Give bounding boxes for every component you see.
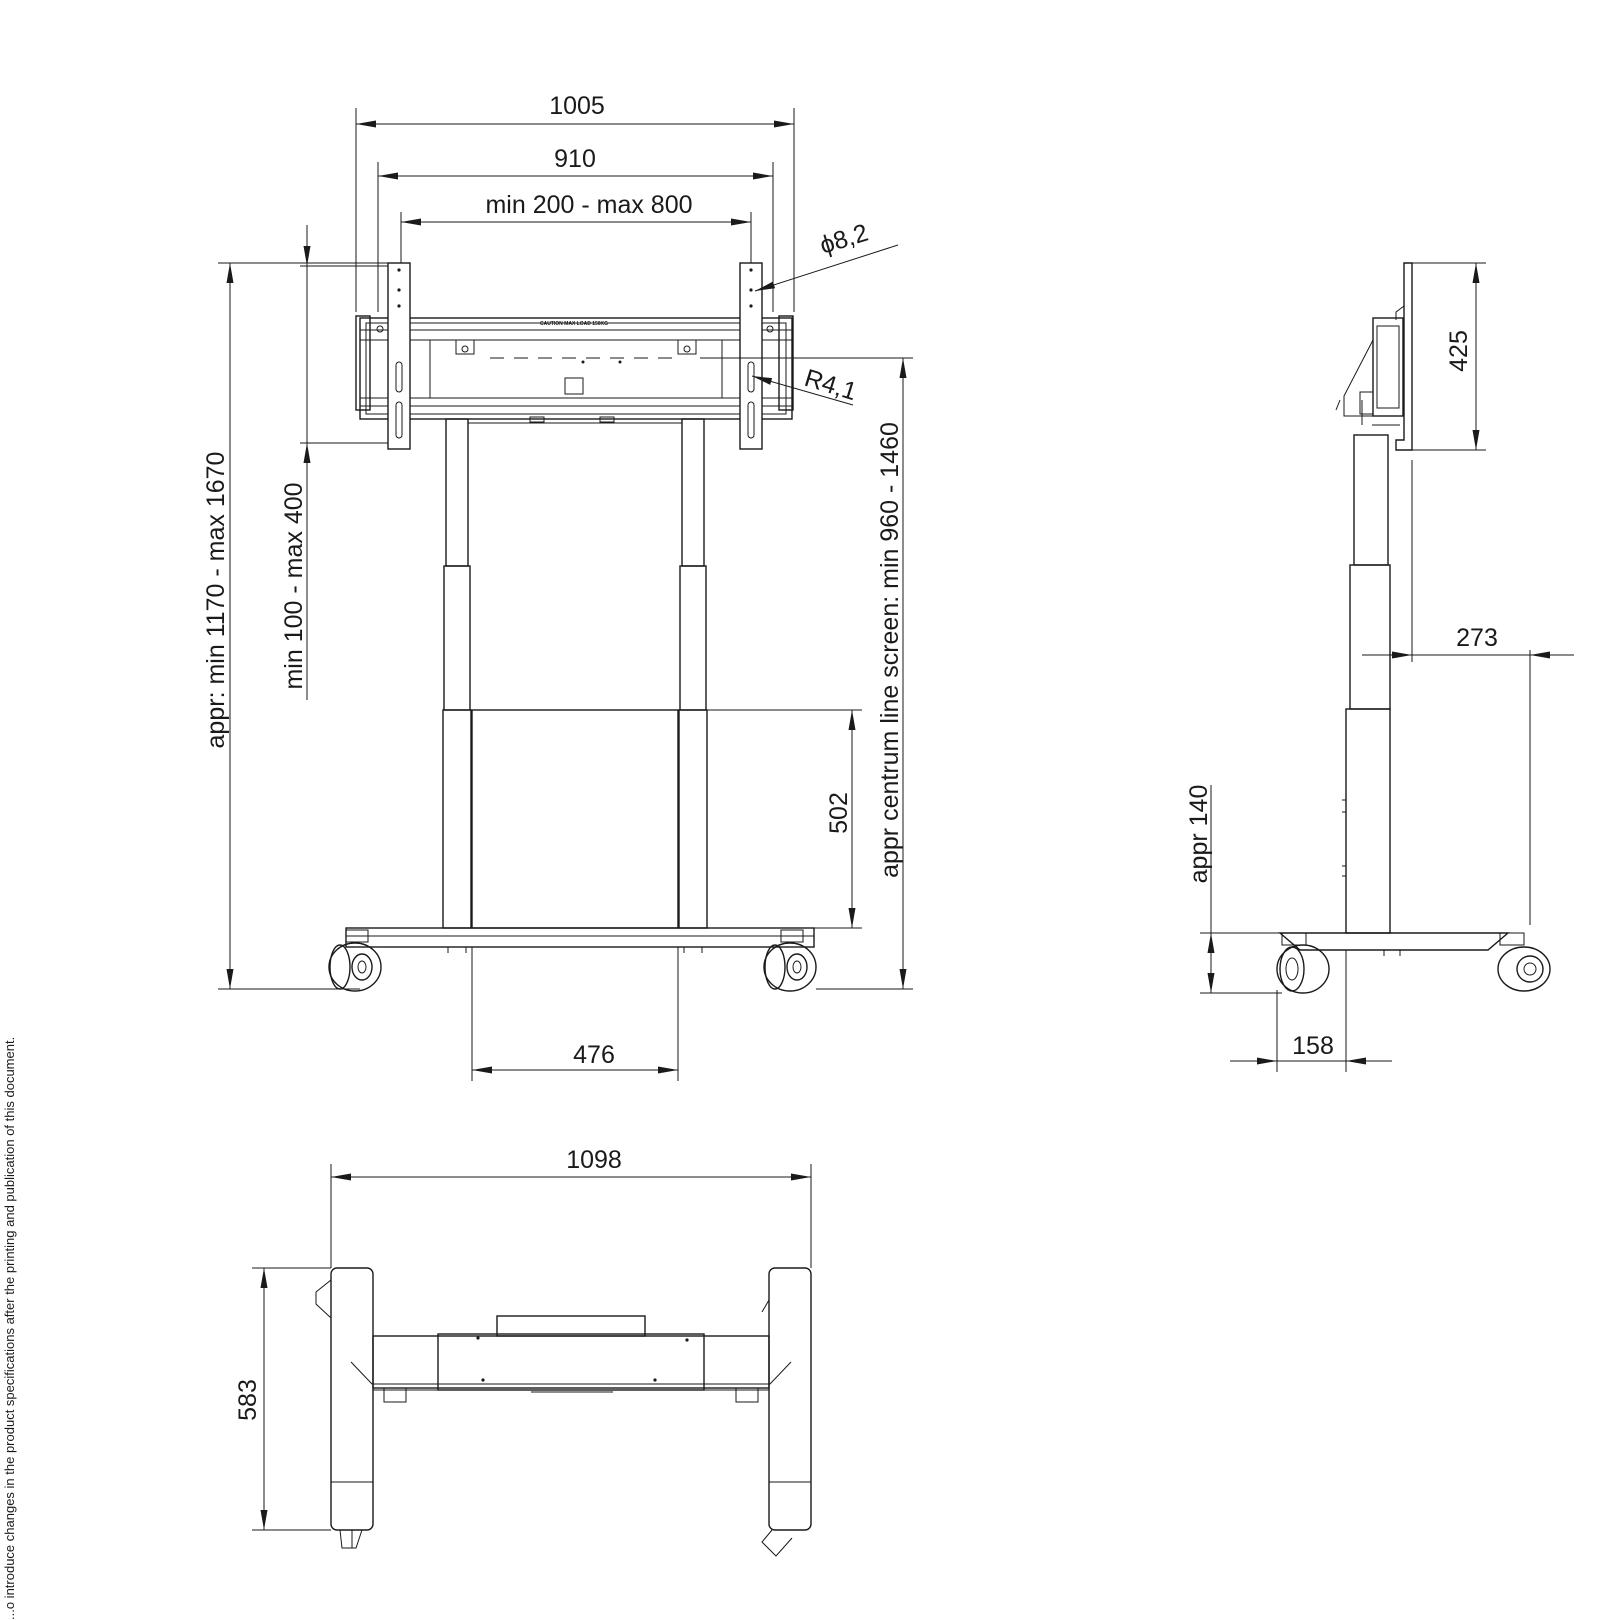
side-caster-rear — [1497, 932, 1551, 992]
dim-bracket-height: 425 — [1412, 262, 1486, 451]
dim-slot-radius: R4,1 — [751, 364, 860, 406]
top-leg-left — [315, 1267, 374, 1549]
side-bracket — [1335, 262, 1413, 451]
top-width-label: 1098 — [566, 1146, 622, 1174]
dim-vesa-horizontal: min 200 - max 800 — [400, 191, 752, 263]
base-height-label: appr 140 — [1185, 785, 1213, 884]
disclaimer-text: ...o introduce changes in the product sp… — [2, 1037, 17, 1620]
caution-label: CAUTION MAX LOAD 150KG — [540, 321, 608, 327]
wheel-offset-label: 158 — [1292, 1032, 1334, 1060]
front-view: CAUTION MAX LOAD 150KG — [202, 92, 913, 1081]
dim-center-line: appr centrum line screen: min 960 - 1460 — [700, 357, 913, 990]
side-caster-front — [1276, 932, 1330, 994]
column-offset-label: 273 — [1456, 624, 1498, 652]
center-line-label: appr centrum line screen: min 960 - 1460 — [876, 422, 904, 878]
dim-wheel-offset: 158 — [1230, 950, 1392, 1072]
cabinet-height-label: 502 — [825, 792, 853, 834]
caster-right — [763, 929, 817, 992]
vesa-rail-right — [739, 262, 774, 450]
dim-cabinet-width: 476 — [471, 947, 679, 1081]
top-depth-label: 583 — [234, 1379, 262, 1421]
side-view: 425 273 appr 140 158 — [1185, 262, 1574, 1072]
columns — [442, 416, 708, 929]
overall-height-label: appr: min 1170 - max 1670 — [202, 452, 230, 749]
dim-overall-height: appr: min 1170 - max 1670 — [202, 262, 388, 990]
side-base — [1278, 932, 1510, 956]
cabinet-width-label: 476 — [573, 1041, 615, 1069]
vesa-rail-left — [376, 262, 411, 450]
cabinet — [471, 709, 679, 929]
dim-cabinet-height: 502 — [707, 709, 862, 929]
dim-vesa-vertical: min 100 - max 400 — [280, 225, 388, 700]
top-view: 1098 583 — [234, 1146, 812, 1557]
dim-frame-width: 910 — [377, 145, 774, 312]
vesa-vertical-label: min 100 - max 400 — [280, 482, 308, 689]
overall-width-label: 1005 — [549, 92, 605, 120]
dim-overall-width: 1005 — [355, 92, 795, 312]
top-leg-right — [761, 1267, 812, 1557]
dim-top-width: 1098 — [330, 1146, 812, 1268]
bracket-height-label: 425 — [1445, 330, 1473, 372]
caster-left — [328, 929, 382, 992]
mount-frame: CAUTION MAX LOAD 150KG — [355, 315, 794, 420]
vesa-horizontal-label: min 200 - max 800 — [485, 191, 692, 219]
top-cabinet — [350, 1315, 792, 1403]
dim-top-depth: 583 — [234, 1267, 331, 1531]
dim-base-height: appr 140 — [1185, 785, 1282, 994]
slot-radius-label: R4,1 — [801, 364, 860, 406]
hole-diameter-label: ϕ8,2 — [817, 219, 872, 260]
dim-column-offset: 273 — [1362, 460, 1574, 925]
dim-hole-diameter: ϕ8,2 — [754, 219, 899, 292]
base — [345, 927, 815, 953]
frame-width-label: 910 — [554, 145, 596, 173]
side-column — [1342, 434, 1391, 934]
